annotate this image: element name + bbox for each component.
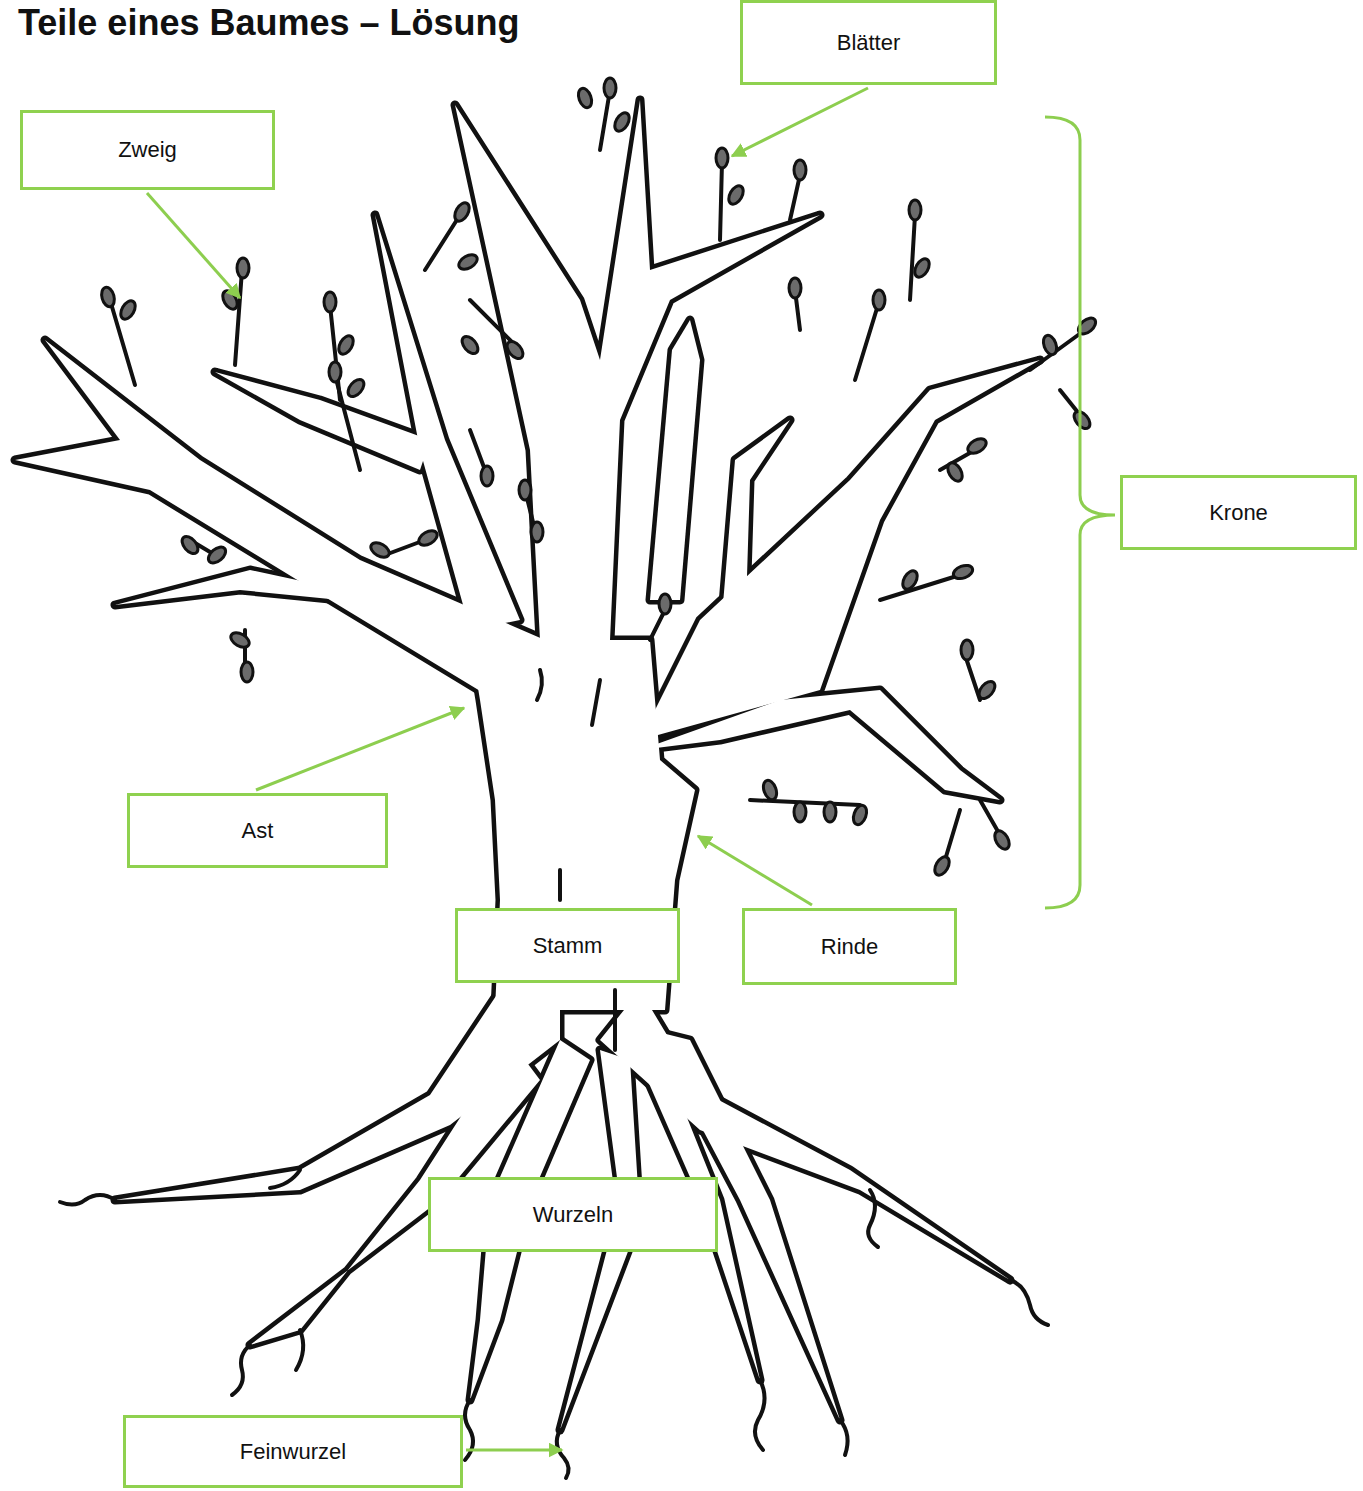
- part-name: Feinwurzel: [240, 1439, 346, 1465]
- part-name: Stamm: [533, 933, 603, 959]
- page-title: Teile eines Baumes – Lösung: [18, 2, 520, 44]
- label-box: Wurzeln: [428, 1177, 718, 1252]
- part-name: Zweig: [118, 137, 177, 163]
- label-box: Stamm: [455, 908, 680, 983]
- label-box: Feinwurzel: [123, 1415, 463, 1488]
- label-box: Rinde: [742, 908, 957, 985]
- label-box: Krone: [1120, 475, 1357, 550]
- leader-lines: [147, 88, 1115, 1450]
- label-box: Zweig: [20, 110, 275, 190]
- part-name: Wurzeln: [533, 1202, 613, 1228]
- part-name: Rinde: [821, 934, 878, 960]
- part-name: Krone: [1209, 500, 1268, 526]
- label-box: Ast: [127, 793, 388, 868]
- label-box: Blätter: [740, 0, 997, 85]
- part-name: Blätter: [837, 30, 901, 56]
- part-name: Ast: [242, 818, 274, 844]
